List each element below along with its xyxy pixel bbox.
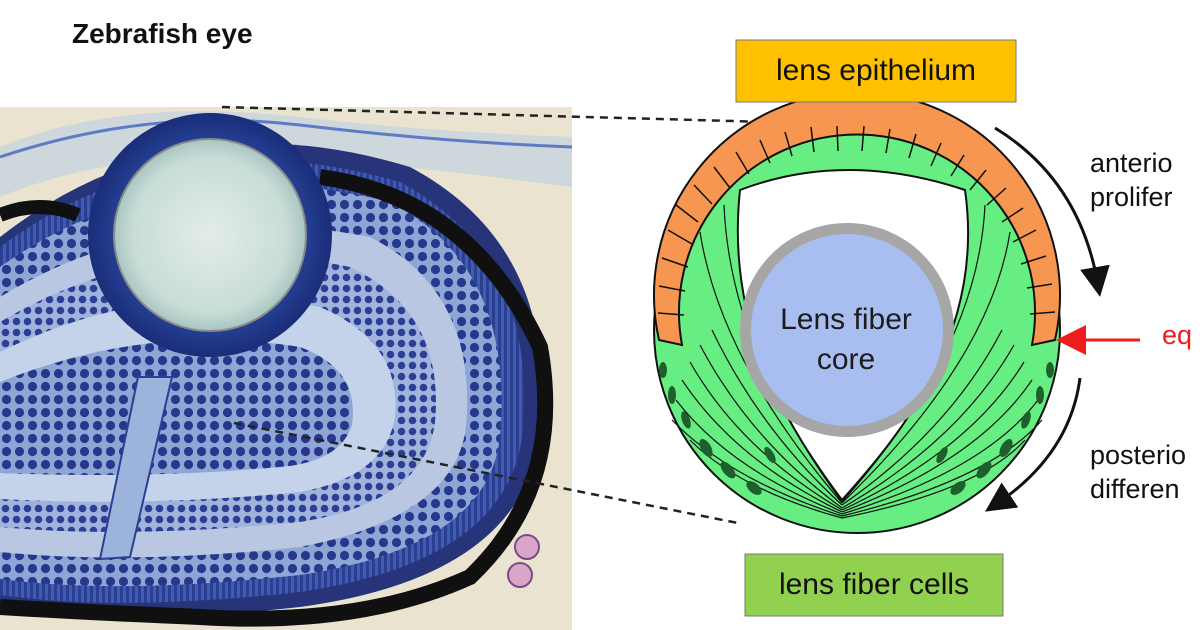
page-title: Zebrafish eye bbox=[72, 18, 253, 49]
posterior-arrow bbox=[985, 377, 1082, 512]
lens-fiber-core-label: Lens fiber core bbox=[746, 300, 946, 380]
anterior-line2: prolifer bbox=[1090, 182, 1173, 212]
lens-epithelium bbox=[653, 91, 1061, 347]
zebrafish-eye-micrograph bbox=[0, 107, 572, 630]
lens-epithelium-label: lens epithelium bbox=[775, 54, 977, 87]
posterior-line1: posterio bbox=[1090, 440, 1187, 470]
equator-label: eq bbox=[1162, 320, 1193, 350]
anterior-arrow bbox=[994, 126, 1110, 297]
core-label-line2: core bbox=[816, 343, 876, 376]
epithelium-label-box bbox=[735, 39, 1017, 103]
anterior-line1: anterio bbox=[1090, 148, 1173, 178]
posterior-label: posterio differen bbox=[1090, 438, 1186, 506]
core-label-line1: Lens fiber bbox=[780, 303, 912, 336]
fiber-label-box bbox=[744, 553, 1004, 617]
lens-fiber-core bbox=[751, 234, 943, 426]
fiber-nuclei bbox=[659, 362, 1054, 495]
connector-bottom bbox=[233, 421, 739, 525]
lens-fiber-cells-label: lens fiber cells bbox=[778, 568, 970, 601]
connector-top bbox=[221, 105, 769, 124]
epithelial-cell-dividers bbox=[657, 125, 1056, 316]
posterior-line2: differen bbox=[1090, 474, 1180, 504]
anterior-label: anterio prolifer bbox=[1090, 146, 1173, 214]
